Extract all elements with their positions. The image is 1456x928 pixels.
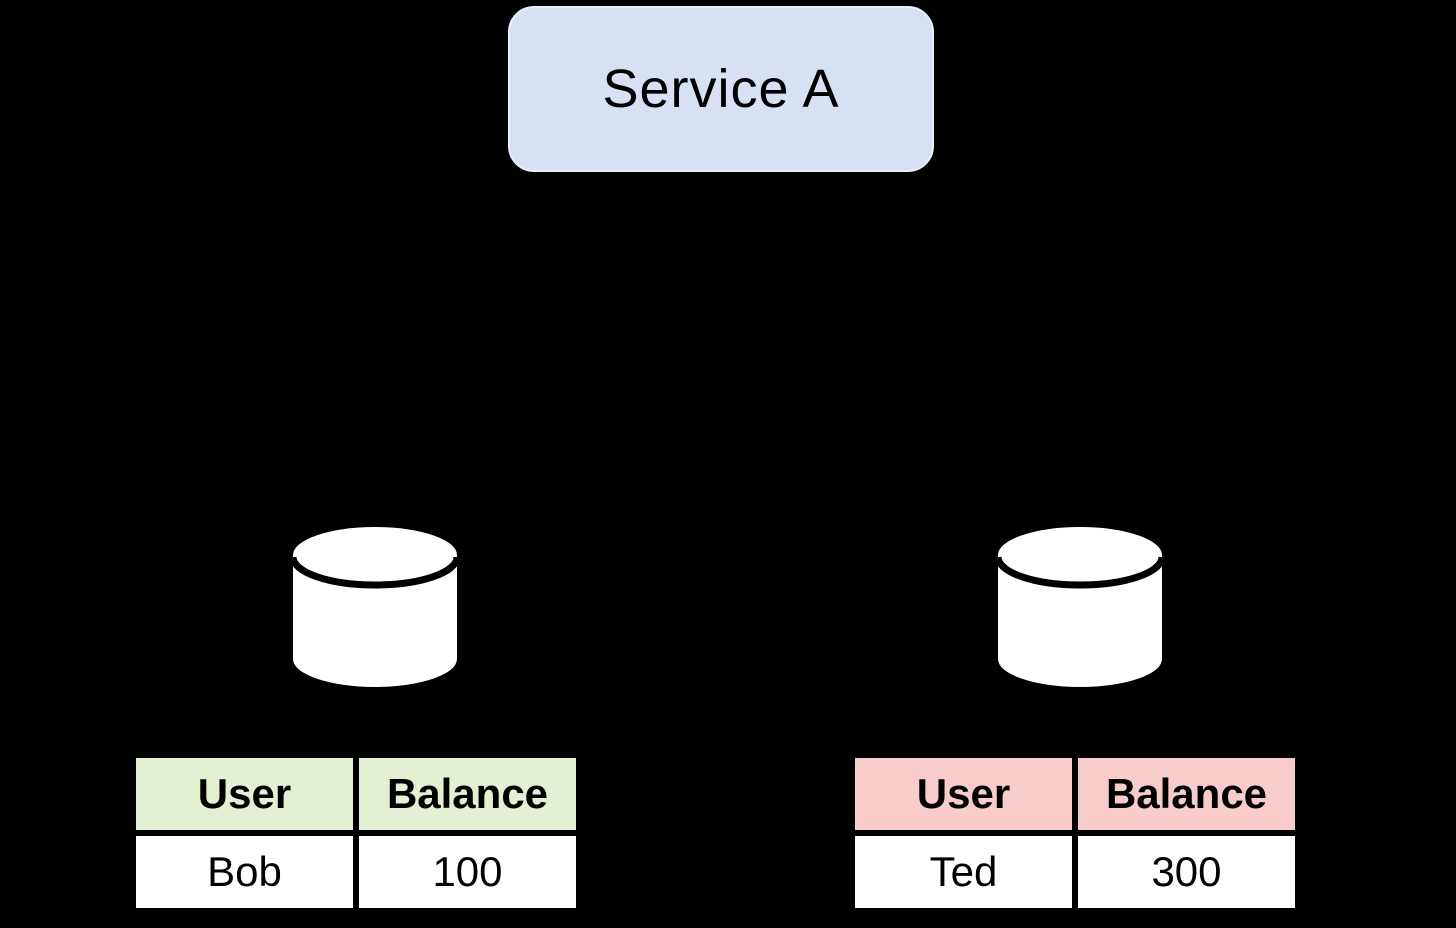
service-a-label: Service A bbox=[602, 59, 840, 119]
cell-balance: 100 bbox=[353, 830, 582, 914]
table-header-row: User Balance bbox=[130, 752, 582, 836]
table-row: Ted 300 bbox=[849, 830, 1301, 914]
database-cylinder-icon bbox=[994, 527, 1166, 687]
users-table-right: User Balance Ted 300 bbox=[849, 752, 1301, 914]
column-header-balance: Balance bbox=[1072, 752, 1301, 836]
cell-user: Bob bbox=[130, 830, 359, 914]
cell-balance: 300 bbox=[1072, 830, 1301, 914]
service-a-node: Service A bbox=[508, 6, 934, 172]
column-header-user: User bbox=[849, 752, 1078, 836]
users-table-left: User Balance Bob 100 bbox=[130, 752, 582, 914]
column-header-user: User bbox=[130, 752, 359, 836]
table-row: Bob 100 bbox=[130, 830, 582, 914]
column-header-balance: Balance bbox=[353, 752, 582, 836]
database-cylinder-icon bbox=[289, 527, 461, 687]
table-header-row: User Balance bbox=[849, 752, 1301, 836]
cell-user: Ted bbox=[849, 830, 1078, 914]
